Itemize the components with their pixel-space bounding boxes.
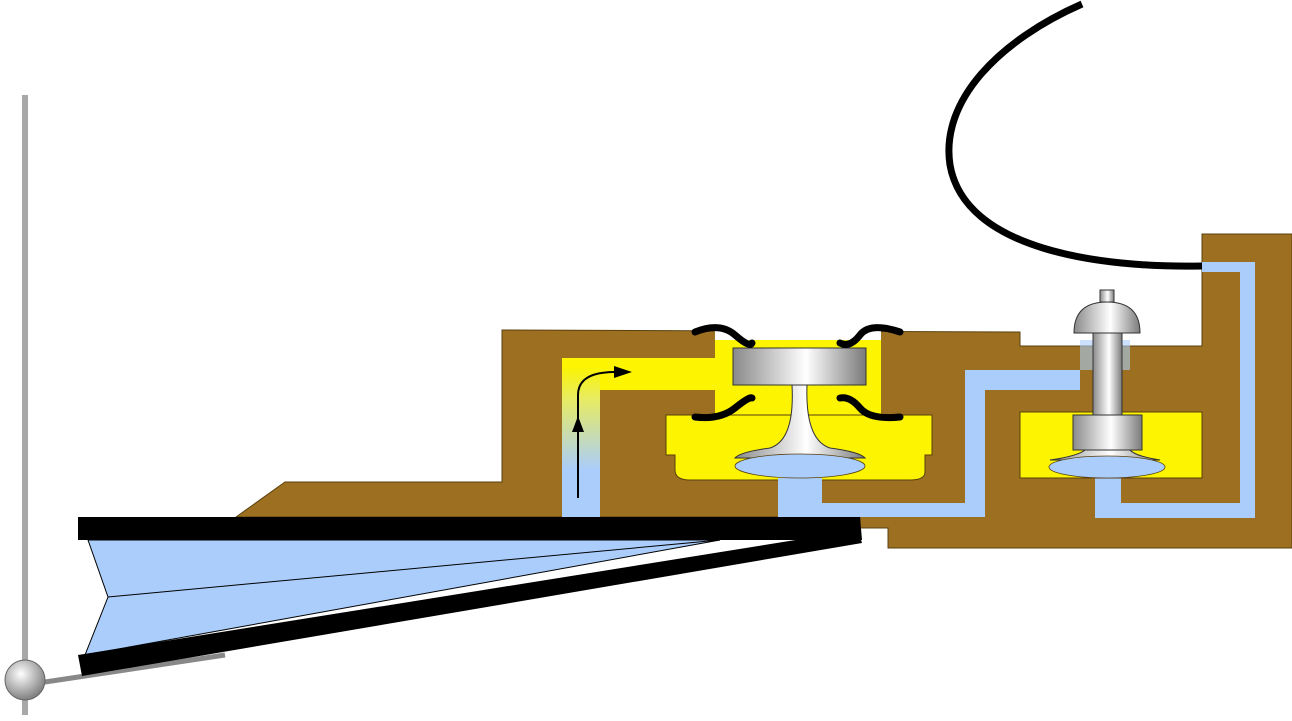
air-tube	[945, 0, 1203, 270]
pivot-rod	[4, 95, 226, 715]
secondary-valve	[1048, 289, 1166, 479]
bellows	[78, 517, 862, 676]
top-plate	[78, 517, 862, 540]
bottom-plate	[78, 530, 862, 676]
diaphragm-lips	[691, 324, 904, 422]
flow-arrow-icon	[572, 366, 632, 498]
primary-valve	[732, 347, 867, 479]
